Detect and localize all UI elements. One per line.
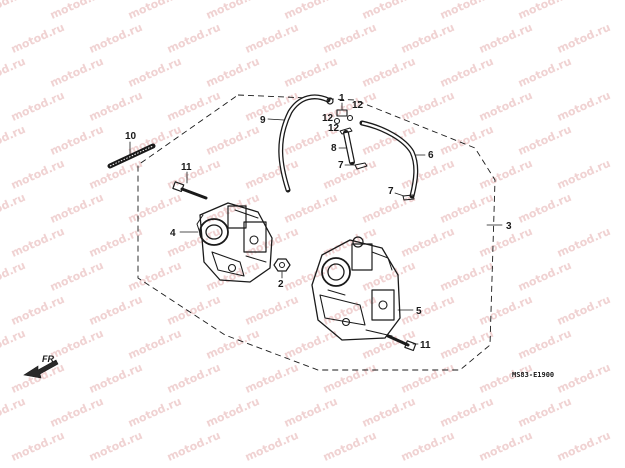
carburetor-left	[196, 202, 273, 283]
callout-12-b: 12	[322, 113, 334, 124]
callout-3: 3	[506, 221, 512, 232]
callout-4: 4	[170, 228, 176, 239]
part-1-fitting	[333, 102, 354, 135]
callout-9: 9	[260, 115, 266, 126]
callout-2: 2	[278, 279, 284, 290]
part-6-tube	[359, 120, 419, 199]
part-2-nut	[273, 258, 291, 272]
direction-label: FR.	[42, 354, 57, 364]
callout-1: 1	[339, 93, 345, 104]
callout-7-b: 7	[388, 186, 394, 197]
callout-5: 5	[416, 306, 422, 317]
carburetor-right	[311, 236, 401, 341]
callout-11-a: 11	[181, 162, 192, 173]
part-11-bolt-upper	[172, 181, 208, 200]
part-8-tube	[343, 130, 355, 165]
part-9-tube	[278, 94, 334, 193]
callout-12-c: 12	[328, 123, 340, 134]
part-10-rod	[107, 143, 156, 169]
callout-6: 6	[428, 150, 434, 161]
callout-12-a: 12	[352, 100, 364, 111]
front-direction-arrow	[23, 359, 59, 379]
assembly-boundary	[137, 94, 496, 371]
part-code: MS83-E1900	[512, 371, 554, 379]
part-11-bolt-lower	[386, 334, 417, 352]
callout-7-a: 7	[338, 160, 344, 171]
callout-8: 8	[331, 143, 337, 154]
callout-10: 10	[125, 131, 137, 142]
callout-11-b: 11	[420, 340, 431, 351]
